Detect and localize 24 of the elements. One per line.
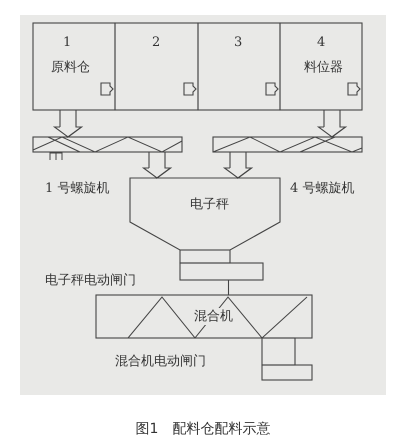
gate-box xyxy=(262,338,312,380)
figure-caption: 图1 配料仓配料示意 xyxy=(136,421,270,437)
bin-label: 原料仓 xyxy=(51,60,90,75)
bin-number: 4 xyxy=(317,35,326,50)
bin-label: 料位器 xyxy=(304,60,343,75)
part-label: 混合机电动闸门 xyxy=(115,354,206,369)
bin-box xyxy=(115,23,198,110)
connecting-rod xyxy=(228,280,230,295)
bin-number: 2 xyxy=(152,35,160,50)
screw-conveyor xyxy=(33,137,182,152)
scale-hopper xyxy=(130,178,280,250)
part-label: 4 号螺旋机 xyxy=(290,181,354,196)
bin-box xyxy=(280,23,362,110)
bin-number: 1 xyxy=(63,35,72,50)
bin-box xyxy=(198,23,280,110)
part-label: 电子秤电动闸门 xyxy=(45,273,136,288)
gate-box xyxy=(180,250,263,280)
part-label: 1 号螺旋机 xyxy=(45,181,110,196)
box-label: 电子秤 xyxy=(190,197,229,212)
box-label: 混合机 xyxy=(192,308,235,325)
bin-number: 3 xyxy=(234,35,242,50)
bin-box xyxy=(33,23,115,110)
mixer-box xyxy=(96,295,312,338)
screw-conveyor xyxy=(213,137,362,152)
